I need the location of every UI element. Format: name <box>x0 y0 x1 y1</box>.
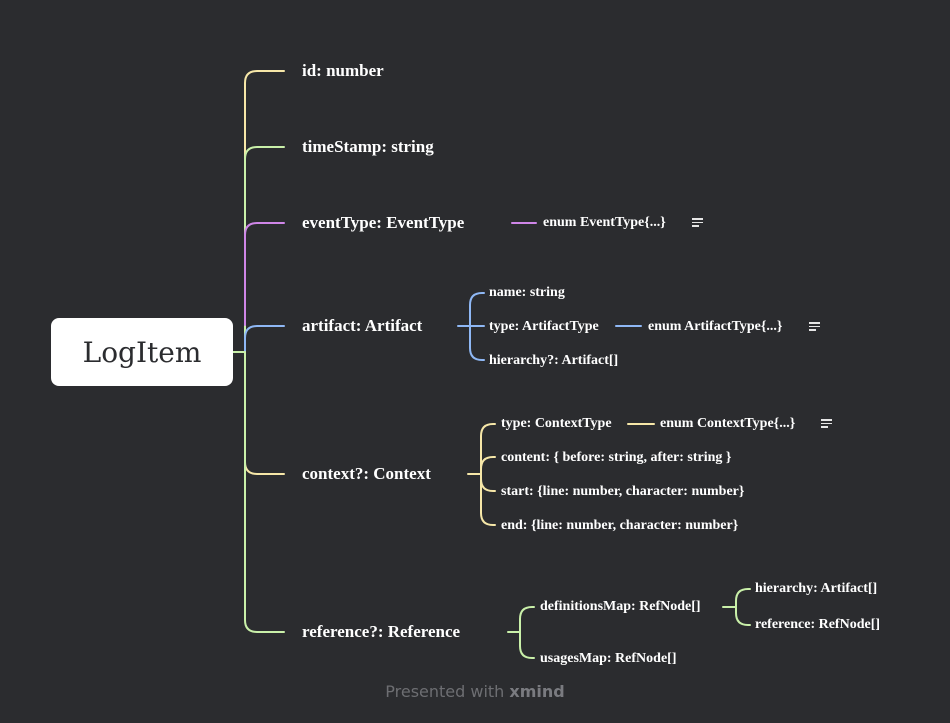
topic-reference[interactable]: reference?: Reference <box>302 622 461 641</box>
note-icon[interactable] <box>821 419 832 428</box>
subtopic-context-type[interactable]: type: ContextType <box>501 416 612 431</box>
connector-definitions-brace <box>722 588 751 626</box>
topic-id[interactable]: id: number <box>302 61 384 80</box>
connector-artifact <box>244 325 285 353</box>
connector-reference <box>244 351 285 633</box>
subtopic-definitions-map[interactable]: definitionsMap: RefNode[] <box>540 599 701 614</box>
connector-artifact-brace <box>457 292 485 361</box>
connector-context-brace <box>467 423 496 526</box>
connector-timestamp <box>244 146 285 353</box>
subtopic-context-start[interactable]: start: {line: number, character: number} <box>501 484 745 499</box>
connector-context <box>244 351 285 475</box>
note-icon[interactable] <box>692 218 703 227</box>
topic-artifact[interactable]: artifact: Artifact <box>302 316 423 335</box>
connector-id <box>244 70 285 353</box>
subtopic-artifact-type-enum[interactable]: enum ArtifactType{...} <box>648 319 783 334</box>
connector-reference-brace <box>507 606 535 659</box>
subtopic-artifact-name[interactable]: name: string <box>489 285 565 300</box>
subtopic-artifact-type[interactable]: type: ArtifactType <box>489 319 599 334</box>
subtopic-definitions-hierarchy[interactable]: hierarchy: Artifact[] <box>755 581 878 596</box>
xmind-logo: xmind <box>509 682 565 701</box>
connector-eventtype <box>244 222 285 326</box>
topic-timestamp[interactable]: timeStamp: string <box>302 137 434 156</box>
footer-watermark: Presented with xmind <box>0 682 950 701</box>
root-topic[interactable]: LogItem <box>51 318 233 386</box>
subtopic-definitions-reference[interactable]: reference: RefNode[] <box>755 617 881 632</box>
subtopic-event-type-enum[interactable]: enum EventType{...} <box>543 215 666 230</box>
subtopic-context-end[interactable]: end: {line: number, character: number} <box>501 518 739 533</box>
topic-context[interactable]: context?: Context <box>302 464 431 483</box>
subtopic-usages-map[interactable]: usagesMap: RefNode[] <box>540 651 677 666</box>
subtopic-context-content[interactable]: content: { before: string, after: string… <box>501 450 732 465</box>
subtopic-context-type-enum[interactable]: enum ContextType{...} <box>660 416 796 431</box>
subtopic-artifact-hierarchy[interactable]: hierarchy?: Artifact[] <box>489 353 619 368</box>
root-topic-label: LogItem <box>82 335 202 369</box>
footer-prefix: Presented with <box>385 682 505 701</box>
topic-event-type[interactable]: eventType: EventType <box>302 213 465 232</box>
note-icon[interactable] <box>809 322 820 331</box>
